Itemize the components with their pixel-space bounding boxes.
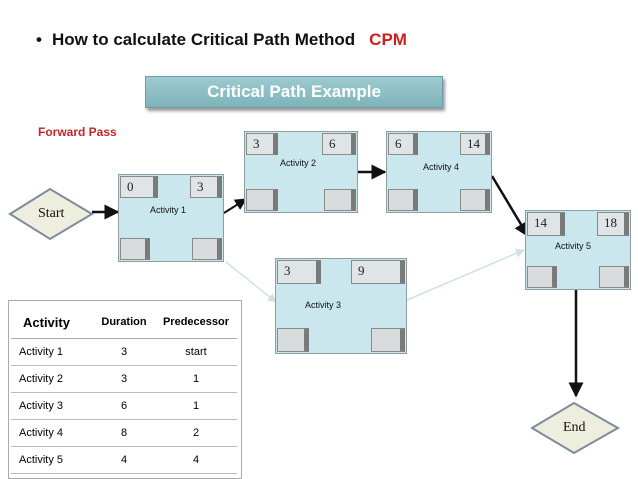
bullet: • (36, 30, 42, 49)
edge-a1-a2 (223, 198, 248, 214)
activity-5-node: 14 18 Activity 5 (525, 210, 631, 290)
header-predecessor: Predecessor (155, 306, 237, 339)
activity-2-early-finish: 6 (322, 133, 356, 155)
activity-3-early-start: 3 (277, 260, 321, 284)
table-header-row: Activity Duration Predecessor (11, 306, 237, 339)
table-row: Activity 1 3 start (11, 338, 237, 366)
activity-5-label: Activity 5 (555, 241, 592, 251)
activity-5-late-finish (599, 266, 629, 288)
slide-title: • How to calculate Critical Path Method CP… (36, 30, 407, 50)
table-row: Activity 3 6 1 (11, 392, 237, 420)
title-accent: CPM (369, 30, 407, 49)
activity-1-label: Activity 1 (150, 205, 187, 215)
cell-activity: Activity 1 (11, 338, 93, 366)
diagram-banner: Critical Path Example (145, 76, 443, 108)
activity-1-early-finish: 3 (190, 176, 222, 198)
activity-4-label: Activity 4 (423, 162, 460, 172)
cell-predecessor: start (155, 338, 237, 366)
cell-activity: Activity 2 (11, 365, 93, 393)
cell-duration: 3 (93, 338, 155, 366)
cell-predecessor: 1 (155, 365, 237, 393)
end-shape (530, 401, 621, 455)
start-shape (8, 187, 94, 241)
activity-3-node: 3 9 Activity 3 (275, 258, 407, 354)
edge-a1-a3 (225, 261, 277, 303)
cell-activity: Activity 4 (11, 419, 93, 447)
cell-duration: 3 (93, 365, 155, 393)
activity-4-early-start: 6 (388, 133, 418, 155)
activity-2-node: 3 6 Activity 2 (244, 131, 358, 213)
activity-4-early-finish: 14 (460, 133, 490, 155)
activity-2-early-start: 3 (246, 133, 278, 155)
end-label: End (563, 420, 586, 435)
activity-2-late-finish (324, 189, 356, 211)
cell-duration: 6 (93, 392, 155, 420)
activity-5-early-finish: 18 (597, 212, 629, 236)
header-activity: Activity (11, 306, 93, 339)
activity-3-label: Activity 3 (305, 300, 342, 310)
activity-1-late-start (120, 238, 150, 260)
cell-duration: 8 (93, 419, 155, 447)
activity-1-node: 0 3 Activity 1 (118, 174, 224, 262)
activity-4-node: 6 14 Activity 4 (386, 131, 492, 213)
activity-5-early-start: 14 (527, 212, 565, 236)
table-row: Activity 5 4 4 (11, 446, 237, 474)
cell-predecessor: 1 (155, 392, 237, 420)
forward-pass-label: Forward Pass (38, 125, 117, 139)
activity-3-late-finish (371, 328, 405, 352)
cell-predecessor: 2 (155, 419, 237, 447)
activity-2-late-start (246, 189, 278, 211)
activity-table: Activity Duration Predecessor Activity 1… (11, 306, 237, 474)
activity-5-late-start (527, 266, 557, 288)
activity-1-early-start: 0 (120, 176, 158, 198)
activity-4-late-finish (460, 189, 490, 211)
edge-a3-a5 (406, 249, 525, 301)
header-duration: Duration (93, 306, 155, 339)
table-row: Activity 2 3 1 (11, 365, 237, 393)
cell-duration: 4 (93, 446, 155, 474)
activity-4-late-start (388, 189, 418, 211)
title-text: How to calculate Critical Path Method (51, 30, 356, 49)
activity-2-label: Activity 2 (280, 158, 317, 168)
table-row: Activity 4 8 2 (11, 419, 237, 447)
activity-3-early-finish: 9 (351, 260, 405, 284)
activity-1-late-finish (192, 238, 222, 260)
cell-activity: Activity 5 (11, 446, 93, 474)
activity-3-late-start (277, 328, 309, 352)
cell-activity: Activity 3 (11, 392, 93, 420)
cell-predecessor: 4 (155, 446, 237, 474)
start-label: Start (38, 206, 65, 221)
edge-a4-a5 (490, 175, 530, 238)
